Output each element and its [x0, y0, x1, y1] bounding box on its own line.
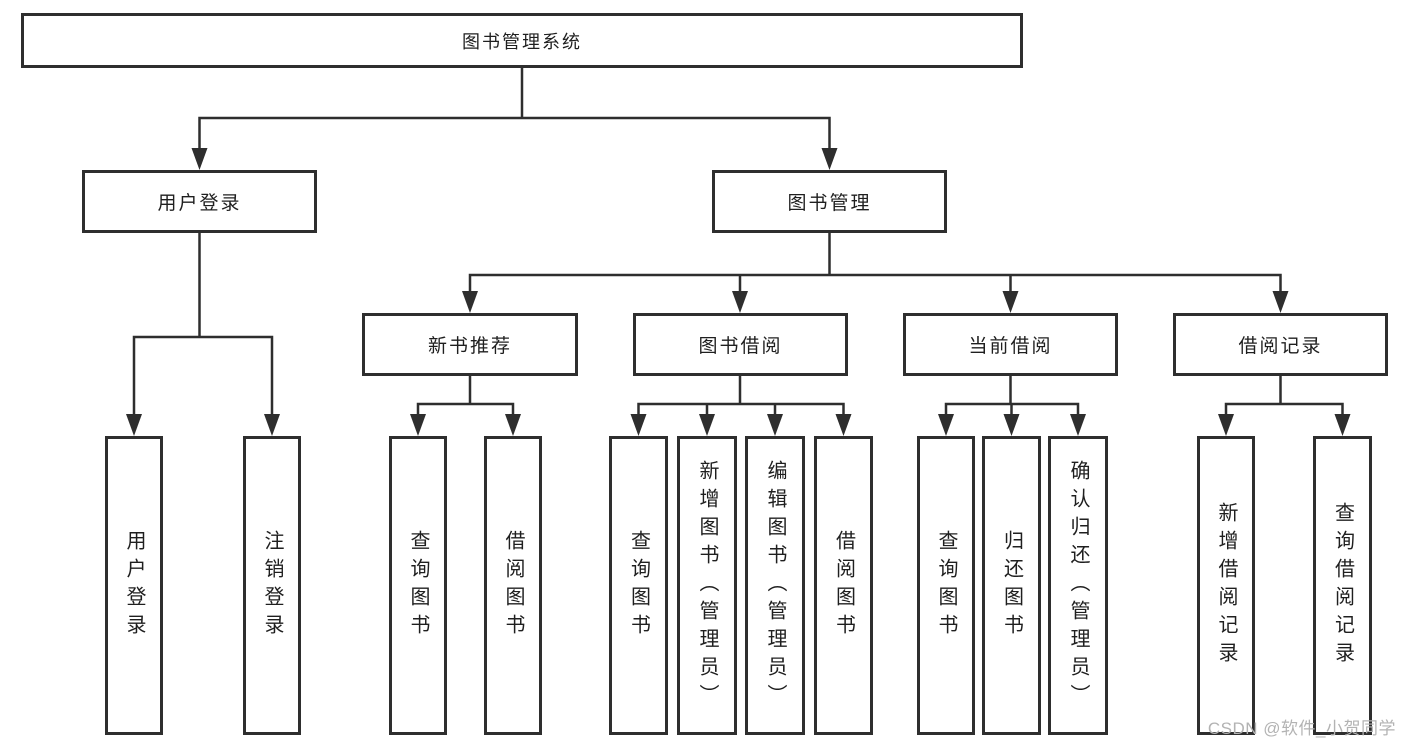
node-label: 新增借阅记录 — [1215, 501, 1237, 670]
leaf-logout: 注销登录 — [243, 436, 301, 735]
node-book-borrow: 图书借阅 — [633, 313, 848, 376]
connector-level3-split — [468, 273, 1282, 293]
arrowhead-current-return — [1003, 414, 1020, 436]
node-label: 查询图书 — [627, 529, 650, 642]
node-label: 用户登录 — [123, 529, 145, 642]
node-label: 图书管理 — [787, 193, 872, 214]
leaf-current-return-books: 归还图书 — [982, 436, 1041, 735]
connector-borrow-split — [637, 376, 845, 416]
arrowhead-leaf-logout — [264, 414, 280, 436]
node-label: 查询借阅记录 — [1331, 501, 1354, 670]
connector-user-login-split — [132, 335, 274, 416]
node-current-borrow: 当前借阅 — [903, 313, 1118, 376]
arrowhead-book-management — [821, 148, 838, 170]
node-label: 图书管理系统 — [462, 31, 582, 52]
node-label: 借阅图书 — [832, 529, 855, 642]
node-borrow-records: 借阅记录 — [1173, 313, 1388, 376]
arrowhead-current-borrow — [1002, 291, 1019, 313]
arrowhead-current-query — [938, 414, 954, 436]
node-label: 注销登录 — [261, 529, 283, 642]
arrowhead-borrow-edit — [767, 414, 783, 436]
connector-recommend-split — [416, 376, 515, 416]
watermark: CSDN @软件_小贺同学 — [1207, 719, 1396, 738]
arrowhead-borrow-records — [1272, 291, 1289, 313]
node-label: 归还图书 — [1000, 529, 1023, 642]
leaf-borrow-add-books-admin: 新增图书（管理员） — [677, 436, 737, 735]
node-label: 查询图书 — [407, 529, 429, 642]
node-new-book-recommend: 新书推荐 — [362, 313, 578, 376]
arrowhead-records-add — [1218, 414, 1234, 436]
node-label: 确认归还（管理员） — [1067, 459, 1089, 712]
node-book-management: 图书管理 — [712, 170, 947, 233]
leaf-recommend-borrow-books: 借阅图书 — [484, 436, 542, 735]
node-label: 当前借阅 — [968, 336, 1053, 357]
arrowhead-user-login — [191, 148, 208, 170]
connector-level3-mid-shafts — [738, 275, 1012, 293]
node-label: 借阅图书 — [502, 529, 524, 642]
leaf-borrow-edit-books-admin: 编辑图书（管理员） — [745, 436, 805, 735]
leaf-records-add-record: 新增借阅记录 — [1197, 436, 1255, 735]
node-label: 查询图书 — [935, 529, 957, 642]
connector-level2-split — [198, 116, 831, 150]
connector-current-split — [944, 376, 1080, 416]
connector-records-split — [1224, 375, 1344, 416]
leaf-current-confirm-return-admin: 确认归还（管理员） — [1048, 436, 1108, 735]
leaf-recommend-query-books: 查询图书 — [389, 436, 447, 735]
arrowhead-current-confirm — [1070, 414, 1086, 436]
leaf-current-query-books: 查询图书 — [917, 436, 975, 735]
leaf-borrow-borrow-books: 借阅图书 — [814, 436, 873, 735]
arrowhead-borrow-query — [630, 414, 647, 436]
leaf-records-query-record: 查询借阅记录 — [1313, 436, 1372, 735]
node-label: 图书借阅 — [698, 336, 783, 357]
arrowhead-borrow-borrow — [835, 414, 852, 436]
node-label: 新书推荐 — [427, 336, 512, 357]
arrowhead-records-query — [1334, 414, 1351, 436]
node-label: 新增图书（管理员） — [696, 459, 718, 712]
node-label: 用户登录 — [157, 193, 242, 214]
node-label: 编辑图书（管理员） — [764, 459, 786, 712]
arrowhead-leaf-user-login — [126, 414, 142, 436]
arrowhead-recommend-query — [410, 414, 426, 436]
arrowhead-new-book-recommend — [462, 291, 478, 313]
leaf-borrow-query-books: 查询图书 — [609, 436, 668, 735]
arrowhead-recommend-borrow — [505, 414, 521, 436]
node-root: 图书管理系统 — [21, 13, 1023, 68]
arrowhead-borrow-add — [699, 414, 715, 436]
arrowhead-book-borrow — [732, 291, 748, 313]
node-user-login: 用户登录 — [82, 170, 317, 233]
node-label: 借阅记录 — [1238, 336, 1323, 357]
leaf-user-login: 用户登录 — [105, 436, 163, 735]
